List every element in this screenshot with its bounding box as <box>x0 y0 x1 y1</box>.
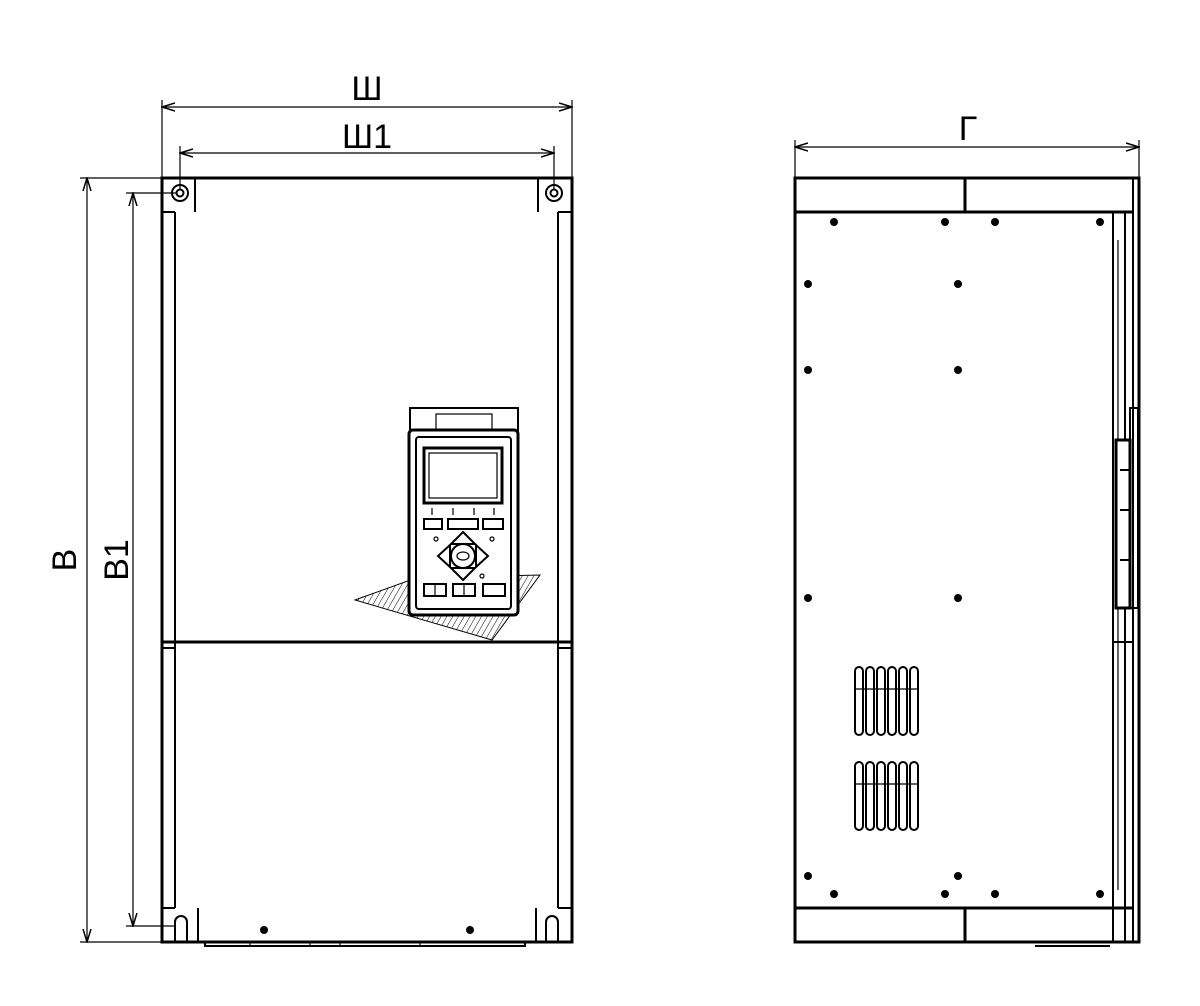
side-screws <box>804 218 1104 898</box>
dimension-height-mount: В1 <box>98 193 176 926</box>
keypad-screen <box>422 446 504 505</box>
label-depth: Г <box>959 110 977 148</box>
control-keypad <box>353 407 542 641</box>
label-width-mount: Ш1 <box>342 118 392 156</box>
label-width: Ш <box>351 70 382 108</box>
dimension-width: Ш <box>162 70 572 178</box>
dimension-height: В <box>46 178 162 942</box>
dimension-depth: Г <box>795 110 1139 178</box>
vent-grille-upper <box>854 666 919 736</box>
label-height-mount: В1 <box>98 539 136 581</box>
mounting-slot-bottom-left <box>174 915 188 942</box>
front-view <box>160 176 574 947</box>
mounting-slot-bottom-right <box>545 915 559 942</box>
side-housing <box>793 176 1141 944</box>
label-height: В <box>46 549 84 572</box>
side-view <box>793 176 1141 947</box>
dimension-width-mount: Ш1 <box>180 118 554 190</box>
vent-grille-lower <box>854 761 919 831</box>
